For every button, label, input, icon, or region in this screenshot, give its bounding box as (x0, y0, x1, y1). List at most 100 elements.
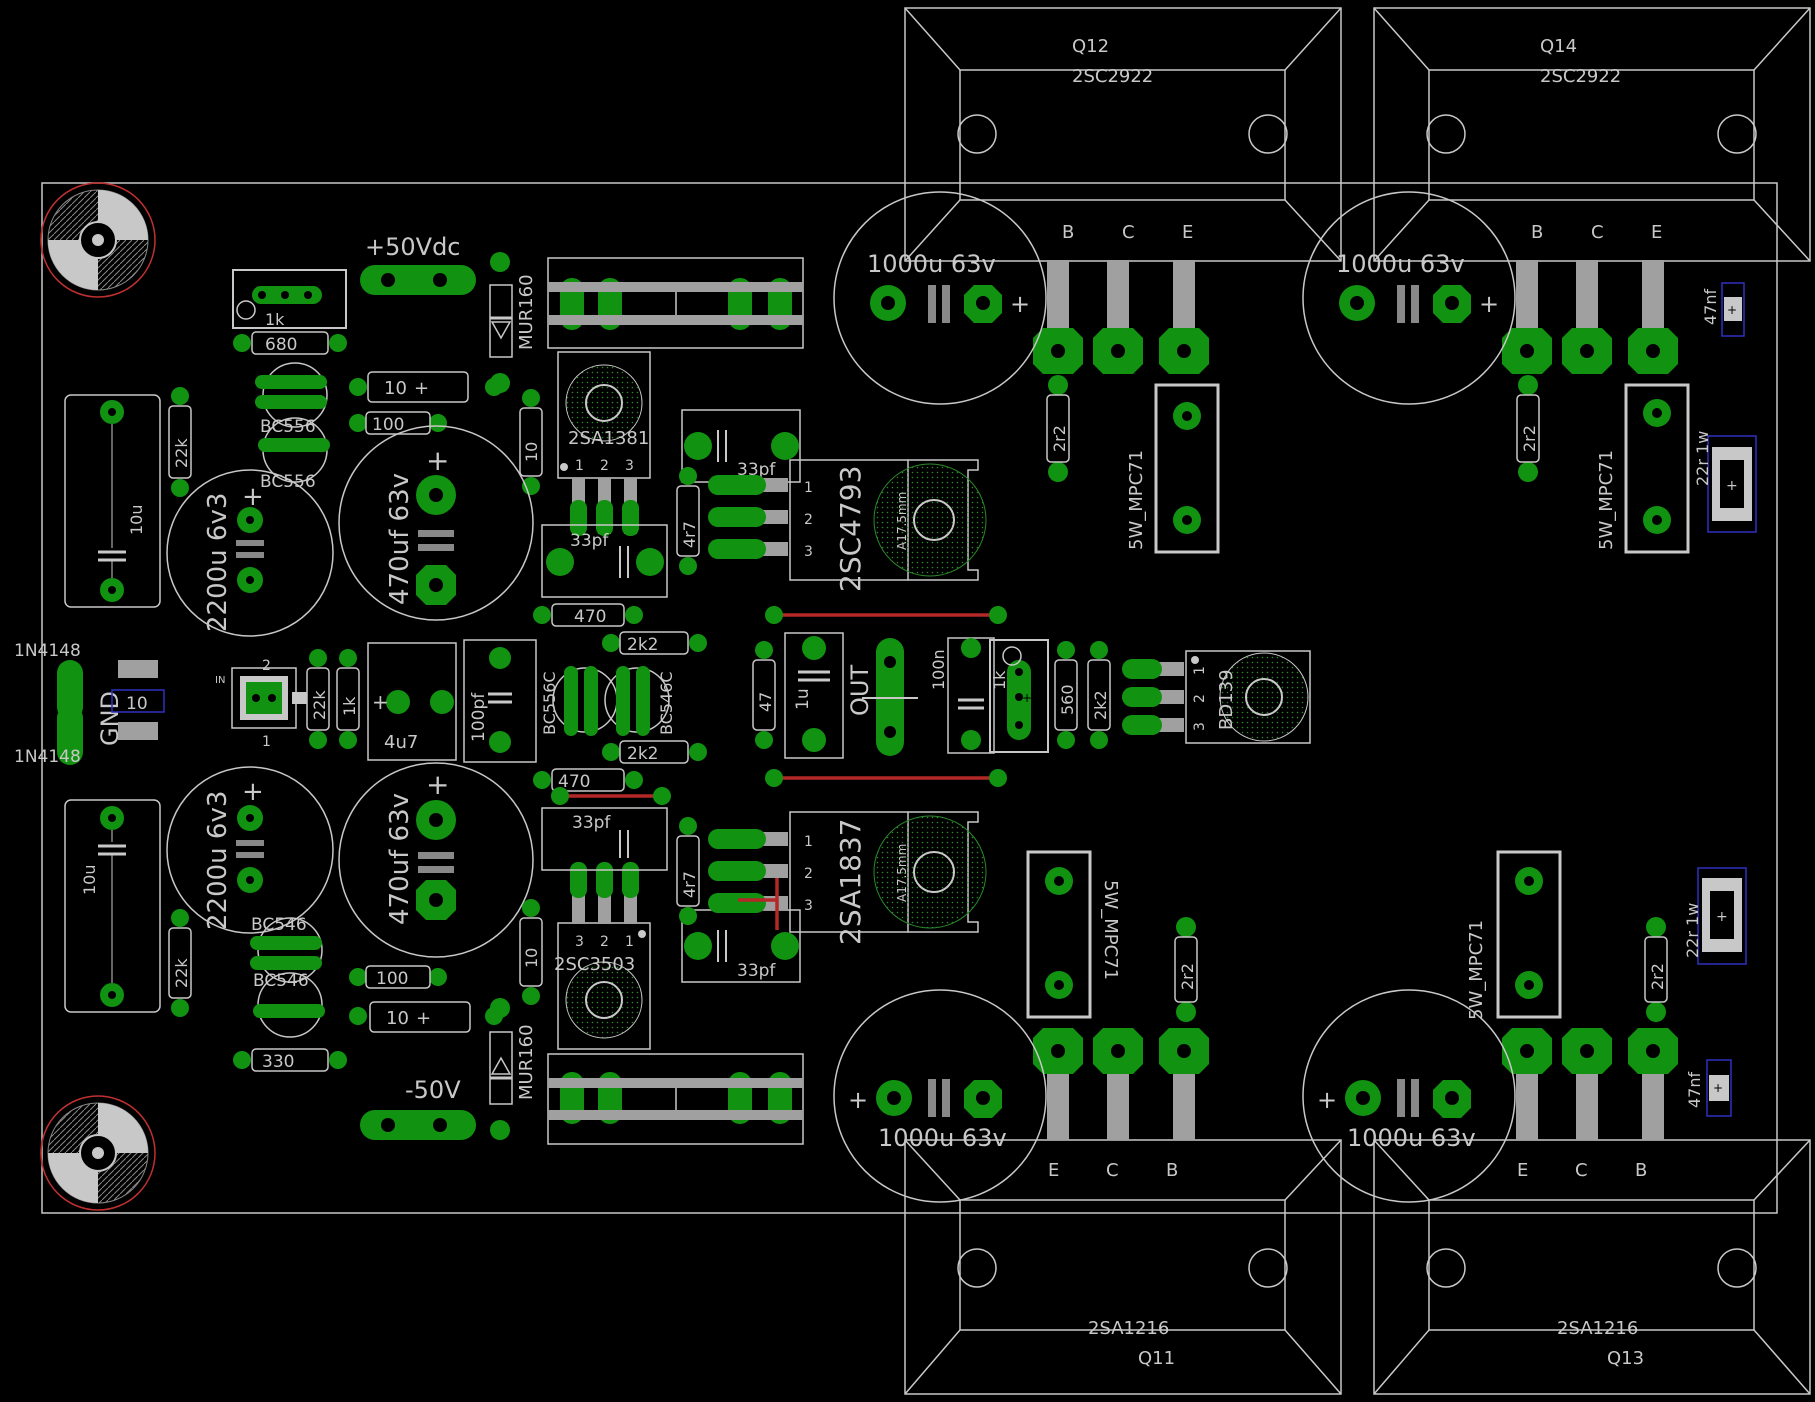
q13-ref: Q13 (1607, 1348, 1644, 1369)
r2r2-top-left: 2r2 (1046, 375, 1070, 482)
2sc4793-label: 2SC4793 (834, 466, 867, 592)
cap-470uf-bottom: + 470uf 63v (338, 762, 534, 958)
resistor-330: 330 (233, 1048, 347, 1072)
svg-text:470: 470 (574, 607, 606, 627)
cap-2200u-top: + 2200u 6v3 (166, 469, 334, 637)
svg-text:A17.5mm: A17.5mm (895, 492, 909, 550)
cap-1000u-top-left: 1000u 63v + (833, 191, 1047, 405)
resistor-10-vertical-bottom: 10 (519, 899, 543, 1005)
svg-text:1: 1 (262, 734, 271, 750)
svg-text:10: 10 (522, 948, 541, 968)
transistor-2sc4793: 1 2 3 2SC4793 A17.5mm (708, 459, 987, 592)
svg-text:+: + (414, 378, 429, 399)
q12-pin-b: B (1062, 222, 1074, 243)
cap-4u7: + 4u7 (367, 642, 457, 761)
input-label: IN (215, 675, 225, 686)
cap-1u-label: 1u (793, 688, 813, 710)
cap-1000u-label: 1000u 63v (1336, 250, 1465, 278)
q13-pin-c: C (1575, 1160, 1588, 1181)
svg-text:1: 1 (1192, 666, 1208, 675)
mpc71-top-left: 5W_MPC71 (1126, 383, 1220, 554)
bc546-label: BC546 (253, 971, 309, 991)
svg-text:2k2: 2k2 (627, 744, 658, 764)
cap-2200u-bottom: + 2200u 6v3 (166, 766, 334, 934)
cap-1000u-top-right: 1000u 63v + (1302, 191, 1516, 405)
cap-1000u-label: 1000u 63v (878, 1124, 1007, 1152)
resistor-100-bottom: 100 (349, 965, 447, 989)
svg-text:22k: 22k (172, 438, 191, 468)
cap-470uf-label: 470uf 63v (385, 473, 415, 605)
q11-pins: E C B (1033, 1028, 1209, 1181)
svg-text:22k: 22k (172, 958, 191, 988)
output-label: OUT (846, 665, 874, 716)
svg-text:560: 560 (1058, 684, 1077, 715)
svg-text:100: 100 (376, 969, 408, 989)
cap-4u7-label: 4u7 (384, 732, 418, 753)
resistor-100-label: 100 (372, 415, 404, 435)
resistor-22k-top: 22k (168, 387, 192, 497)
trimmer-1k: 1k (232, 269, 347, 329)
supply-positive: +50Vdc (360, 233, 476, 295)
q13-part: 2SA1216 (1557, 1318, 1638, 1339)
q11-part: 2SA1216 (1088, 1318, 1169, 1339)
q13-transistor: 2SA1216 Q13 (1373, 1139, 1811, 1395)
supply-negative: -50V (360, 1076, 476, 1140)
svg-text:2k2: 2k2 (627, 635, 658, 655)
resistor-680: 680 (233, 331, 347, 355)
bd139-label: BD139 (1216, 669, 1237, 730)
transistor-bc556c: BC556C (540, 666, 618, 736)
diode-1n4148-top-label: 1N4148 (14, 641, 81, 661)
cap-33pf-a: 33pf (681, 409, 801, 483)
svg-text:2: 2 (804, 866, 813, 882)
r2r2-bottom-left: 2r2 (1174, 917, 1198, 1022)
q11-pin-b: B (1166, 1160, 1178, 1181)
mpc71-label: 5W_MPC71 (1126, 450, 1147, 550)
svg-text:47: 47 (756, 692, 775, 712)
svg-text:+: + (426, 768, 449, 801)
cap-33pf-b: 33pf (541, 524, 668, 598)
r2r2-bottom-right: 2r2 (1644, 917, 1668, 1022)
svg-text:A17.5mm: A17.5mm (895, 844, 909, 902)
svg-text:3: 3 (1192, 722, 1208, 731)
q14-pin-c: C (1591, 222, 1604, 243)
transistor-bd139: 1 2 3 BD139 (1122, 650, 1311, 744)
svg-text:+: + (1727, 303, 1737, 317)
svg-text:2k2: 2k2 (1091, 690, 1110, 720)
q11-transistor: 2SA1216 Q11 (904, 1139, 1342, 1395)
svg-text:2: 2 (600, 458, 609, 474)
svg-text:2: 2 (804, 512, 813, 528)
svg-text:+: + (416, 1008, 431, 1029)
svg-text:10: 10 (522, 442, 541, 462)
q13-pins: E C B (1502, 1028, 1678, 1181)
resistor-100-top: 100 (349, 411, 447, 435)
resistor-470-bottom: 470 (533, 768, 643, 792)
diode-mur160-bottom: MUR160 (489, 998, 537, 1140)
cap-47nf-label: 47nf (1701, 289, 1720, 326)
q14-pin-b: B (1531, 222, 1543, 243)
r2r2-label: 2r2 (1178, 963, 1197, 990)
svg-text:4r7: 4r7 (680, 521, 699, 548)
cap-100n-label: 100n (929, 649, 948, 690)
transistor-bc546c: BC546C (604, 666, 676, 736)
r22-1w-bottom: + 22r 1w (1683, 867, 1747, 965)
diode-mur160-top: MUR160 (489, 252, 537, 393)
mpc71-top-right: 5W_MPC71 (1596, 383, 1690, 554)
supply-positive-label: +50Vdc (365, 233, 461, 261)
transistor-2sa1381: 2SA1381 1 2 3 (557, 351, 651, 536)
svg-text:1k: 1k (990, 670, 1009, 690)
svg-text:+: + (1022, 691, 1032, 705)
cap-10u-label: 10u (127, 505, 146, 536)
svg-text:2: 2 (600, 934, 609, 950)
svg-text:33pf: 33pf (570, 531, 609, 551)
cap-100n: 100n (929, 637, 995, 754)
q14-ref: Q14 (1540, 36, 1577, 57)
resistor-2k2-bias: 2k2 (1087, 641, 1111, 749)
resistor-10-bottom: 10 + (349, 1001, 503, 1033)
r2r2-label: 2r2 (1520, 425, 1539, 452)
svg-text:3: 3 (575, 934, 584, 950)
resistor-10-label: 10 (384, 378, 407, 399)
cap-33pf-d: 33pf (681, 909, 801, 983)
q12-pin-e: E (1182, 222, 1193, 243)
plus-mark: + (1010, 290, 1030, 318)
